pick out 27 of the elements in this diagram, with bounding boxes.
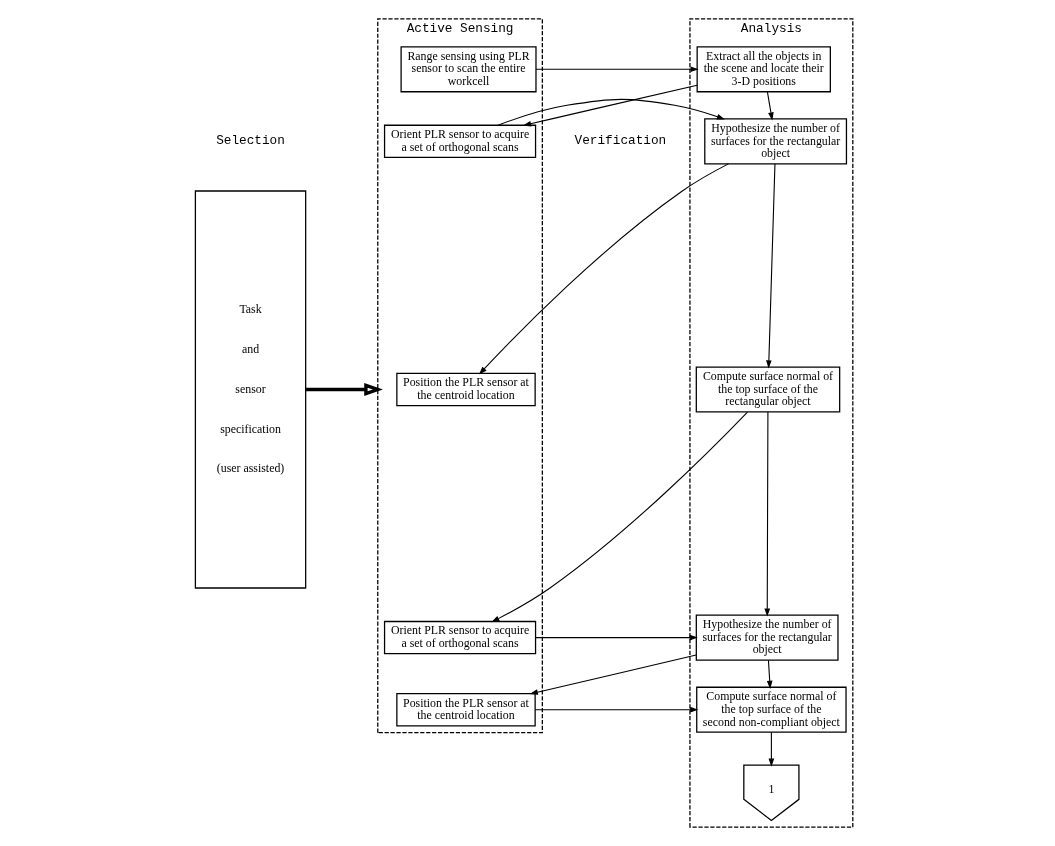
node-box: Task and sensor specification (user assisted) xyxy=(194,190,307,589)
arrow xyxy=(766,91,774,121)
node-box: Hypothesize the number of surfaces for the rectangular object xyxy=(695,614,839,661)
arrow xyxy=(766,163,776,369)
node-box: Hypothesize the number of surfaces for the rectangular object xyxy=(704,118,848,165)
arrow xyxy=(766,659,773,689)
node-box: Position the PLR sensor at the centroid location xyxy=(396,372,536,407)
node-box: Orient PLR sensor to acquire a set of orthogonal scans xyxy=(383,620,537,655)
arrow xyxy=(306,382,383,397)
node-box: Orient PLR sensor to acquire a set of orthogonal scans xyxy=(383,124,537,159)
label: Verification xyxy=(574,133,667,149)
node-box: Compute surface normal of the top surface of the second non-compliant object xyxy=(696,686,847,733)
label: Selection xyxy=(216,133,285,149)
arrow xyxy=(535,634,698,641)
node-box: Extract all the objects in the scene and locate their 3-D positions xyxy=(696,46,831,93)
arrow xyxy=(768,731,775,767)
node-box: Position the PLR sensor at the centroid location xyxy=(396,692,536,727)
node-box: Range sensing using PLR sensor to scan the entire workcell xyxy=(400,46,537,93)
arrow xyxy=(478,163,729,375)
node-box: Compute surface normal of the top surface of the rectangular object xyxy=(695,366,841,413)
arrow xyxy=(535,66,699,73)
arrow xyxy=(534,706,699,713)
arrow xyxy=(491,411,749,623)
arrow xyxy=(764,411,771,617)
arrow xyxy=(529,654,697,695)
arrow xyxy=(497,98,725,126)
arrow xyxy=(523,84,698,127)
